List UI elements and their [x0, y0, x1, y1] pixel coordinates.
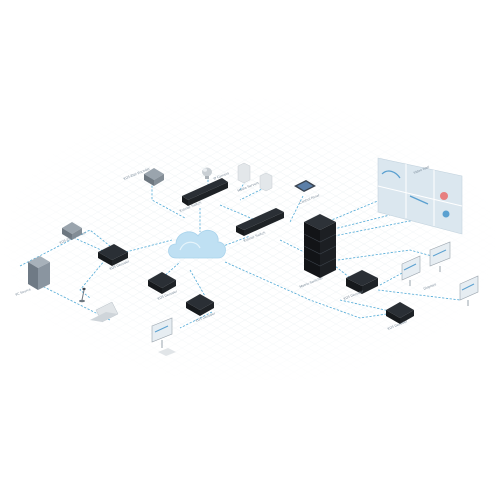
server-icon: [237, 162, 273, 192]
link: [379, 271, 405, 286]
label-decoder-bottom: KDS Decoder: [195, 311, 217, 323]
link: [125, 239, 173, 253]
grid-fade: [0, 90, 500, 380]
label-monitors: Displays: [423, 282, 437, 291]
label-decoder-right-a: KDS Decoder: [343, 289, 365, 301]
decoder-right-a-device: [346, 270, 378, 294]
video-wall-icon: [377, 157, 463, 235]
switch-top-device: [182, 178, 228, 206]
monitor-icon: [151, 317, 176, 356]
label-decoder-left: KDS Decoder: [109, 259, 131, 271]
label-decoder-right-b: KDS Decoder: [387, 319, 409, 331]
monitor-icon: [401, 255, 421, 286]
decoder-center-device: [148, 272, 176, 294]
top-encoder-device: [144, 168, 164, 186]
link: [19, 229, 111, 267]
link: [339, 299, 395, 313]
decoder-right-b-device: [386, 302, 414, 324]
label-control-panel: Control Panel: [299, 193, 320, 205]
matrix-rack-device: [303, 214, 337, 278]
pc-icon: [28, 256, 50, 290]
link: [151, 178, 186, 219]
microphone-icon: [79, 287, 86, 303]
link: [279, 239, 305, 253]
label-pc: PC Source: [15, 287, 31, 297]
monitor-icon: [429, 241, 451, 272]
link: [224, 261, 401, 319]
monitor-icon: [459, 275, 479, 306]
decoder-bottom-device: [186, 294, 214, 316]
link: [239, 177, 248, 191]
left-encoder-device: [62, 222, 82, 240]
link: [333, 214, 441, 237]
label-camera: IP Camera: [213, 171, 230, 181]
link: [79, 253, 111, 299]
switch-mid-device: [236, 208, 284, 236]
cloud-icon: [168, 229, 226, 259]
link: [337, 249, 433, 261]
link: [189, 269, 206, 297]
control-panel-device: [294, 180, 316, 192]
link: [289, 195, 304, 223]
decoder-left-device: [98, 244, 128, 266]
laptop-icon: [90, 301, 119, 323]
label-decoder-center: KDS Decoder: [157, 289, 179, 301]
label-video-wall: Video Wall: [413, 165, 430, 175]
camera-icon: [202, 167, 212, 179]
link: [179, 311, 213, 329]
